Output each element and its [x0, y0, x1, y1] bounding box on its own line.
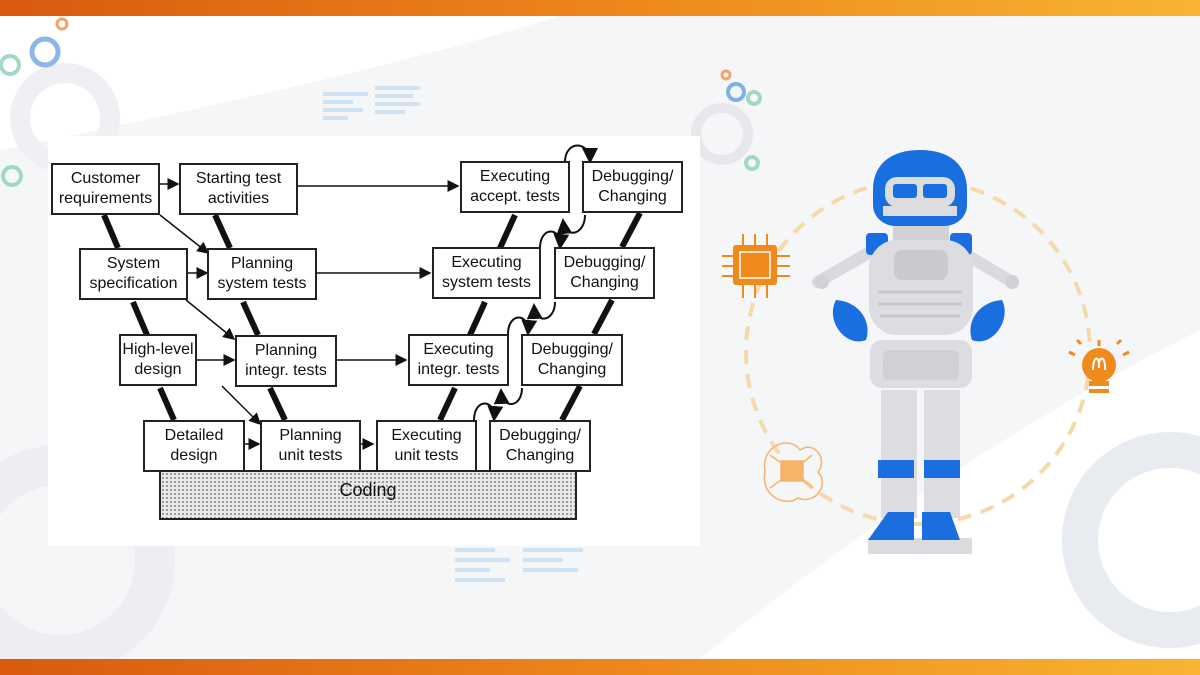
box-executing-unit-tests: Executing unit tests	[376, 420, 477, 472]
box-debugging-changing-4: Debugging/ Changing	[489, 420, 591, 472]
chip-icon	[722, 234, 790, 298]
box-executing-system-tests: Executing system tests	[432, 247, 541, 299]
box-system-specification: System specification	[79, 248, 188, 300]
box-planning-unit-tests: Planning unit tests	[260, 420, 361, 472]
box-debugging-changing-2: Debugging/ Changing	[554, 247, 655, 299]
gear-icon	[29, 36, 61, 68]
box-planning-system-tests: Planning system tests	[207, 248, 317, 300]
box-debugging-changing-3: Debugging/ Changing	[521, 334, 623, 386]
box-debugging-changing-1: Debugging/ Changing	[582, 161, 683, 213]
brain-chip-icon	[763, 442, 824, 503]
coding-label: Coding	[339, 480, 397, 500]
box-executing-integr-tests: Executing integr. tests	[408, 334, 509, 386]
bottom-accent-stripe	[0, 659, 1200, 675]
box-planning-integr-tests: Planning integr. tests	[235, 335, 337, 387]
box-high-level-design: High-level design	[119, 334, 197, 386]
robot	[812, 150, 1019, 554]
box-executing-accept-tests: Executing accept. tests	[460, 161, 570, 213]
box-starting-test-activities: Starting test activities	[179, 163, 298, 215]
box-customer-requirements: Customer requirements	[51, 163, 160, 215]
coding-bar	[159, 470, 577, 520]
lightbulb-icon	[1068, 338, 1130, 393]
top-accent-stripe	[0, 0, 1200, 16]
box-detailed-design: Detailed design	[143, 420, 245, 472]
